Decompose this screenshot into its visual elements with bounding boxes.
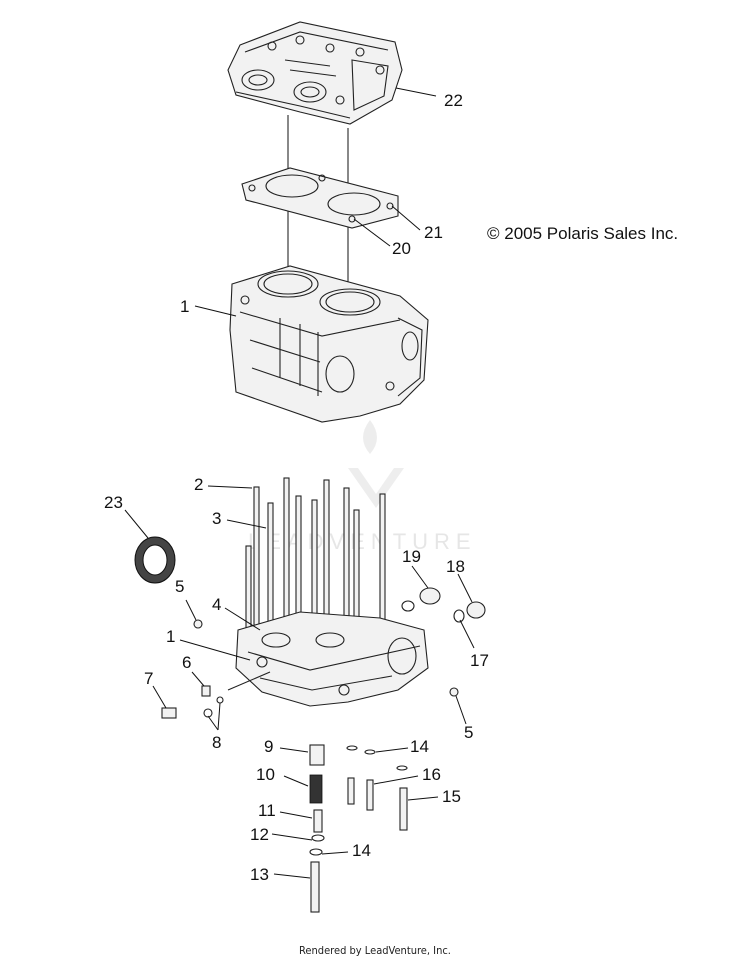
callout-20: 20: [392, 239, 411, 258]
cylinder-head: [227, 21, 403, 125]
callout-4: 4: [212, 595, 221, 614]
callout-9: 9: [264, 737, 273, 756]
callout-21: 21: [424, 223, 443, 242]
copyright-notice: © 2005 Polaris Sales Inc.: [487, 224, 679, 243]
callout-22: 22: [444, 91, 463, 110]
small-parts: [161, 587, 486, 913]
callout-6: 6: [182, 653, 191, 672]
callout-8: 8: [212, 733, 221, 752]
callout-3: 3: [212, 509, 221, 528]
cylinder-block: [229, 265, 429, 423]
callout-5-right: 5: [464, 723, 473, 742]
callout-1-cylinder: 1: [180, 297, 189, 316]
callout-2: 2: [194, 475, 203, 494]
callout-5-left: 5: [175, 577, 184, 596]
callout-7: 7: [144, 669, 153, 688]
watermark-logo: LEADVENTURE: [248, 420, 477, 554]
callout-1-crankcase: 1: [166, 627, 175, 646]
callout-16: 16: [422, 765, 441, 784]
callout-13: 13: [250, 865, 269, 884]
callouts: 22 21 20 1 2 3 23 5 4 1 6 7 8 19 18 17 5…: [104, 91, 489, 884]
callout-23: 23: [104, 493, 123, 512]
callout-18: 18: [446, 557, 465, 576]
callout-17: 17: [470, 651, 489, 670]
leader-lines: [124, 87, 475, 879]
watermark-text: LEADVENTURE: [248, 529, 477, 554]
oil-seal: [134, 536, 176, 584]
callout-11: 11: [258, 801, 276, 820]
callout-12: 12: [250, 825, 269, 844]
callout-10: 10: [256, 765, 275, 784]
callout-19: 19: [402, 547, 421, 566]
footer-credit: Rendered by LeadVenture, Inc.: [299, 944, 451, 957]
head-gasket: [241, 167, 399, 229]
callout-14-bottom: 14: [352, 841, 371, 860]
callout-14-top: 14: [410, 737, 429, 756]
crankcase: [227, 611, 429, 707]
callout-15: 15: [442, 787, 461, 806]
